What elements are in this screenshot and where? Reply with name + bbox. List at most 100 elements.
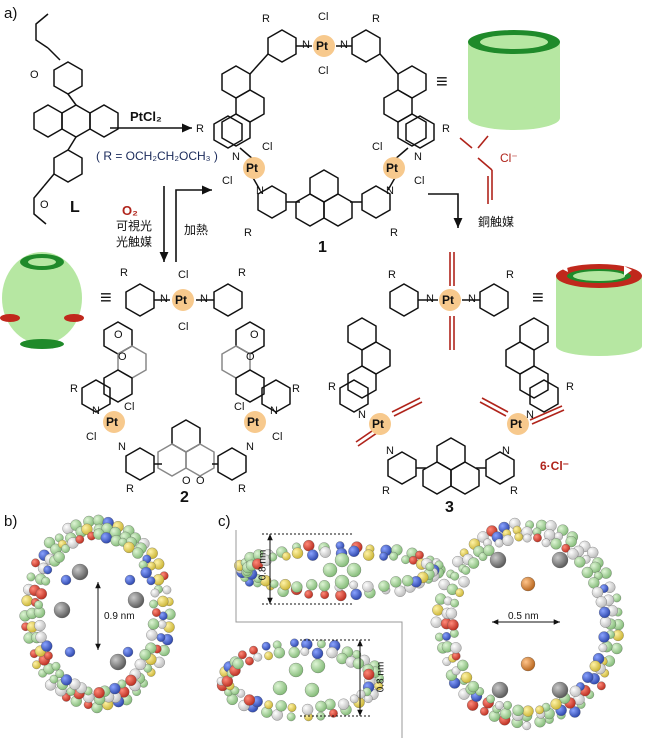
propargyl-ammonium-reagent (459, 135, 493, 204)
atom-sphere (44, 651, 53, 661)
alkyne-counterion: Cl⁻ (500, 151, 518, 165)
atom-sphere (450, 598, 459, 608)
atom-sphere (514, 532, 524, 542)
measurement-c-cavity: 0.5 nm (508, 611, 539, 622)
atom-sphere (460, 671, 473, 684)
atom-sphere (291, 581, 303, 593)
atom-sphere (149, 599, 158, 609)
atom-sphere (132, 547, 144, 559)
atom-label-cl: Cl (414, 175, 425, 187)
atom-label-r: R (292, 383, 300, 395)
atom-sphere (53, 551, 65, 563)
atom-sphere (306, 579, 318, 591)
atom-sphere (533, 533, 542, 543)
measurement-c-side-top: 0.8 nm (257, 549, 269, 581)
atom-sphere (363, 668, 375, 680)
atom-sphere (489, 551, 507, 569)
r-group-definition: ( R = OCH₂CH₂OCH₃ ) (96, 149, 218, 163)
atom-sphere (315, 700, 327, 713)
atom-label-cl: Cl (372, 141, 383, 153)
atom-label-r: R (372, 13, 380, 25)
cylinder-icon-1 (468, 30, 560, 130)
atom-label-n: N (502, 445, 510, 457)
atom-sphere (349, 580, 359, 590)
atom-sphere (157, 595, 169, 608)
atom-sphere (486, 694, 495, 704)
atom-sphere (432, 604, 444, 616)
atom-sphere (123, 541, 135, 554)
pt-centers (103, 35, 529, 435)
atom-sphere (467, 680, 479, 693)
compound-label-1: 1 (318, 239, 327, 256)
atom-label-n: N (200, 293, 208, 305)
atom-label-pt: Pt (106, 415, 118, 429)
atom-label-n: N (256, 185, 264, 197)
atom-sphere (21, 595, 33, 607)
atom-sphere (591, 586, 604, 598)
atom-sphere (320, 590, 330, 600)
atom-sphere (378, 580, 390, 592)
atom-sphere (268, 552, 278, 562)
arrow-copper (428, 193, 463, 228)
atom-label-cl: Cl (262, 141, 273, 153)
atom-label-r: R (510, 485, 518, 497)
atom-sphere (31, 558, 40, 568)
atom-sphere (243, 694, 256, 706)
atom-sphere (565, 535, 577, 548)
atom-sphere (232, 657, 244, 670)
atom-label-n: N (232, 151, 240, 163)
atom-sphere (139, 649, 151, 661)
atom-sphere (43, 565, 53, 575)
atom-sphere (273, 647, 285, 659)
atom-label-n: N (358, 409, 366, 421)
atom-sphere (402, 575, 414, 587)
atom-sphere (310, 658, 326, 674)
atom-label-cl: Cl (222, 175, 233, 187)
space-filling-model-c-side-bottom (216, 638, 384, 722)
atom-sphere (152, 608, 161, 617)
atom-sphere (125, 674, 137, 686)
atom-label-cl: Cl (178, 321, 189, 333)
atom-sphere (55, 669, 65, 679)
atom-label-pt: Pt (372, 417, 384, 431)
atom-sphere (238, 650, 247, 660)
atom-sphere (264, 651, 273, 661)
atom-sphere (430, 616, 442, 628)
atom-label-r: R (382, 485, 390, 497)
atom-label-pt: Pt (510, 417, 522, 431)
atom-sphere (127, 591, 145, 609)
atom-label-r: R (442, 123, 450, 135)
atom-sphere (522, 721, 532, 731)
atom-label-cl: Cl (234, 401, 245, 413)
atom-sphere (162, 585, 172, 595)
atom-sphere (134, 658, 146, 671)
atom-sphere (494, 538, 504, 548)
atom-label-r: R (244, 227, 252, 239)
atom-sphere (34, 600, 43, 610)
atom-label-r: R (506, 269, 514, 281)
compound-label-L: L (70, 199, 80, 216)
atom-sphere (479, 706, 489, 716)
atom-sphere (595, 596, 607, 608)
atom-sphere (81, 523, 93, 535)
atom-label-r: R (238, 267, 246, 279)
space-filling-model-c-side-top (234, 539, 446, 602)
atom-sphere (350, 588, 362, 600)
atom-label-r: R (328, 381, 336, 393)
atom-sphere (567, 548, 579, 560)
atom-sphere (500, 708, 512, 720)
atom-sphere (337, 698, 350, 710)
atom-sphere (457, 659, 469, 672)
atom-sphere (253, 652, 263, 662)
atom-sphere (35, 588, 47, 600)
atom-sphere (264, 700, 274, 710)
equivalence-symbol-2: ≡ (100, 287, 112, 309)
panel-c-divider (235, 530, 403, 738)
atom-label-r: R (196, 123, 204, 135)
atom-sphere (319, 546, 331, 558)
atom-sphere (272, 680, 288, 696)
space-filling-model-c-top (430, 517, 625, 731)
compound-label-3: 3 (445, 499, 454, 516)
atom-sphere (512, 704, 524, 716)
atom-sphere (389, 551, 398, 561)
